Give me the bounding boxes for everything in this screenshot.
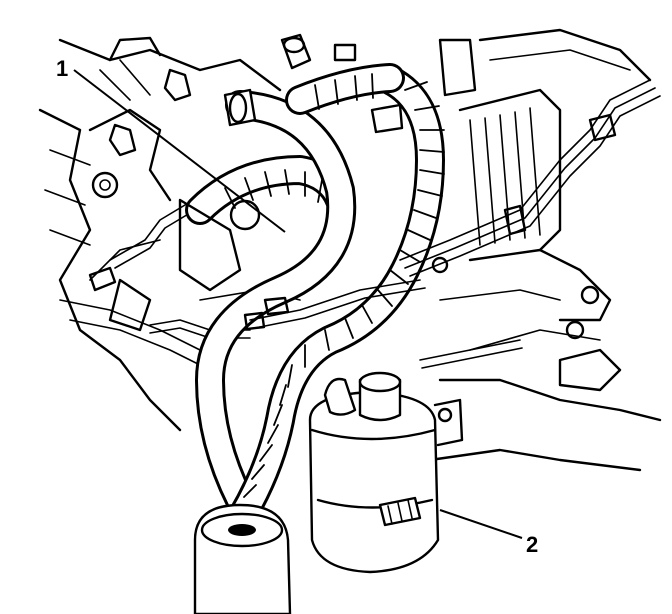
callout-2-leader [439, 509, 523, 539]
callout-2: 2 [439, 509, 538, 557]
right-module [428, 28, 662, 472]
large-hose [195, 88, 357, 515]
lower-round-component [193, 503, 292, 614]
engine-block-outline [38, 36, 282, 432]
corrugated-hose [225, 65, 445, 535]
top-fittings [280, 33, 477, 134]
steel-lines-right [399, 79, 661, 277]
valve-canister [308, 371, 464, 574]
harness-lines [243, 279, 523, 369]
callout-1-leader [73, 69, 286, 233]
callout-2-label: 2 [526, 532, 538, 557]
callout-1-label: 1 [56, 56, 68, 81]
callout-1: 1 [56, 56, 286, 233]
upper-hose [285, 63, 405, 115]
